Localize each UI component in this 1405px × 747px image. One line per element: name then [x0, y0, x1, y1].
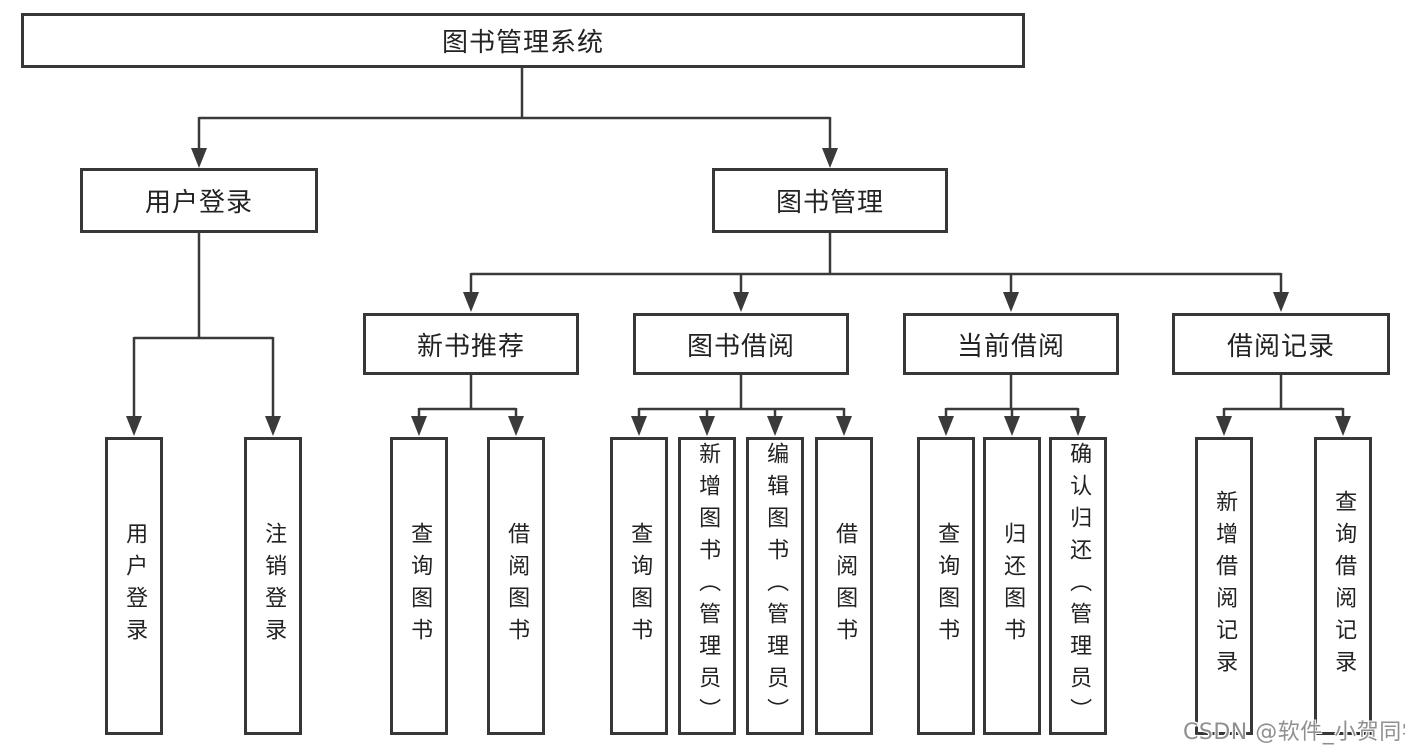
connector-borrowrecord-to-leaves — [1222, 375, 1345, 420]
node-book-management-label: 图书管理 — [775, 188, 884, 218]
leaf-bb-query-book-label: 查询图书 — [627, 522, 653, 650]
leaf-nb-query-book-label: 查询图书 — [407, 522, 433, 650]
node-user-login-label: 用户登录 — [144, 188, 253, 218]
leaf-bb-edit-book-admin: 编辑图书（管理员） — [746, 437, 804, 735]
connector-bookmgmt-to-level3 — [469, 233, 1283, 296]
connector-bookborrow-to-leaves — [637, 375, 846, 420]
connector-userlogin-to-leaves — [132, 233, 275, 420]
node-root-label: 图书管理系统 — [441, 28, 604, 58]
leaf-bb-add-book-admin-label: 新增图书（管理员） — [695, 442, 721, 730]
leaf-nb-borrow-book: 借阅图书 — [487, 437, 545, 735]
leaf-cb-confirm-return-admin: 确认归还（管理员） — [1049, 437, 1107, 735]
leaf-br-query-record: 查询借阅记录 — [1314, 437, 1372, 735]
leaf-logout-label: 注销登录 — [261, 522, 287, 650]
node-book-borrow-label: 图书借阅 — [686, 331, 795, 362]
node-root: 图书管理系统 — [21, 13, 1025, 68]
node-new-book-recommend: 新书推荐 — [363, 313, 579, 375]
leaf-bb-borrow-book-label: 借阅图书 — [832, 522, 858, 650]
node-book-borrow: 图书借阅 — [633, 313, 849, 375]
leaf-cb-return-book: 归还图书 — [983, 437, 1041, 735]
leaf-bb-query-book: 查询图书 — [610, 437, 668, 735]
node-borrow-record-label: 借阅记录 — [1226, 331, 1335, 362]
node-current-borrow: 当前借阅 — [903, 313, 1119, 375]
leaf-user-login: 用户登录 — [105, 437, 163, 735]
leaf-bb-borrow-book: 借阅图书 — [815, 437, 873, 735]
leaf-bb-edit-book-admin-label: 编辑图书（管理员） — [763, 442, 789, 730]
leaf-logout: 注销登录 — [244, 437, 302, 735]
leaf-bb-add-book-admin: 新增图书（管理员） — [678, 437, 736, 735]
connector-currentborrow-to-leaves — [944, 375, 1080, 420]
node-borrow-record: 借阅记录 — [1172, 313, 1390, 375]
leaf-cb-query-book: 查询图书 — [917, 437, 975, 735]
arrowheads — [126, 148, 1351, 436]
leaf-cb-confirm-return-admin-label: 确认归还（管理员） — [1066, 442, 1092, 730]
leaf-nb-borrow-book-label: 借阅图书 — [504, 522, 530, 650]
leaf-br-add-record-label: 新增借阅记录 — [1212, 490, 1238, 682]
connector-root-to-level2 — [197, 68, 832, 152]
leaf-nb-query-book: 查询图书 — [390, 437, 448, 735]
node-user-login: 用户登录 — [80, 168, 318, 233]
connector-newbook-to-leaves — [417, 375, 518, 420]
leaf-cb-return-book-label: 归还图书 — [1000, 522, 1026, 650]
leaf-br-add-record: 新增借阅记录 — [1195, 437, 1253, 735]
leaf-user-login-label: 用户登录 — [122, 522, 148, 650]
node-new-book-recommend-label: 新书推荐 — [416, 331, 525, 362]
csdn-watermark: CSDN @软件_小贺同学 — [1183, 720, 1405, 745]
leaf-cb-query-book-label: 查询图书 — [934, 522, 960, 650]
leaf-br-query-record-label: 查询借阅记录 — [1331, 490, 1357, 682]
node-current-borrow-label: 当前借阅 — [956, 331, 1065, 362]
node-book-management: 图书管理 — [712, 168, 948, 233]
